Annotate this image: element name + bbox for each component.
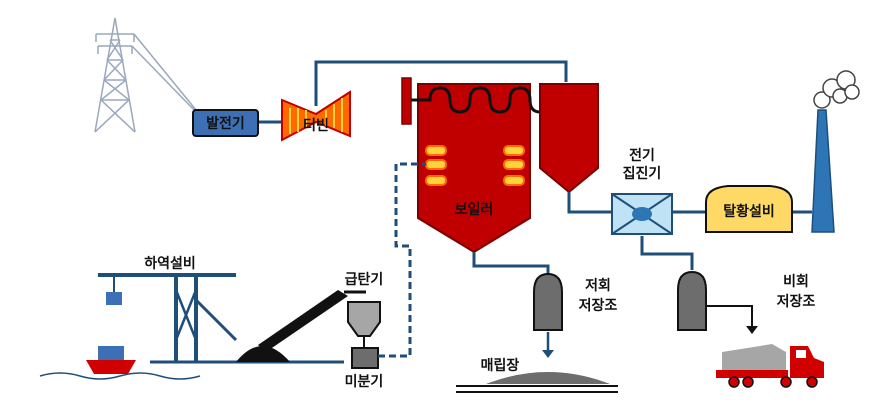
turbine-label: 터빈 bbox=[303, 118, 329, 134]
economizer-icon bbox=[539, 83, 599, 194]
bottom-ash-label-line1: 저회 bbox=[585, 278, 611, 294]
pulverized-coal-feed-line bbox=[378, 162, 426, 358]
fly-ash-label-line2: 저장조 bbox=[777, 293, 816, 310]
pulverizer-label: 미분기 bbox=[345, 374, 384, 390]
smoke-icon bbox=[813, 70, 860, 109]
fly-ash-arrow-icon bbox=[706, 305, 758, 334]
precipitator-label-line1: 전기 bbox=[629, 147, 655, 164]
coal-conveyor bbox=[258, 290, 366, 352]
crane-grab-icon bbox=[106, 292, 122, 305]
truck-icon bbox=[716, 344, 824, 388]
generator-box: 발전기 bbox=[192, 109, 259, 137]
water-waves bbox=[39, 372, 201, 380]
desulfurization-unit: 탈황설비 bbox=[705, 185, 793, 233]
unloading-label: 하역설비 bbox=[144, 255, 196, 272]
boiler-label: 보일러 bbox=[455, 202, 494, 218]
turbine-icon: 터빈 bbox=[281, 90, 351, 142]
burner-flames bbox=[425, 145, 525, 186]
landfill-icon bbox=[456, 372, 618, 393]
flue-gas-pipe bbox=[472, 192, 812, 274]
precipitator-label-line2: 집진기 bbox=[623, 165, 662, 182]
fly-ash-silo-icon bbox=[677, 270, 707, 331]
pulverizer-icon bbox=[351, 347, 379, 369]
unloading-crane-icon bbox=[98, 273, 238, 362]
chimney-icon bbox=[811, 109, 835, 233]
transmission-tower-icon bbox=[94, 17, 197, 133]
coal-pile-icon bbox=[236, 346, 290, 362]
boiler-icon: 보일러 bbox=[401, 77, 562, 254]
generator-label: 발전기 bbox=[206, 115, 245, 132]
down-arrow-icon bbox=[542, 332, 554, 358]
steam-pipe bbox=[314, 60, 568, 106]
precipitator-icon bbox=[611, 193, 673, 235]
landfill-label: 매립장 bbox=[481, 357, 520, 374]
bottom-ash-silo-icon bbox=[533, 272, 563, 331]
bottom-ash-label-line2: 저장조 bbox=[579, 297, 618, 314]
desulfurization-label: 탈황설비 bbox=[723, 203, 775, 220]
fly-ash-label-line1: 비회 bbox=[783, 274, 809, 290]
ship-icon bbox=[86, 346, 136, 374]
coal-feeder-label: 급탄기 bbox=[345, 271, 384, 288]
coal-feeder-icon bbox=[347, 301, 381, 350]
